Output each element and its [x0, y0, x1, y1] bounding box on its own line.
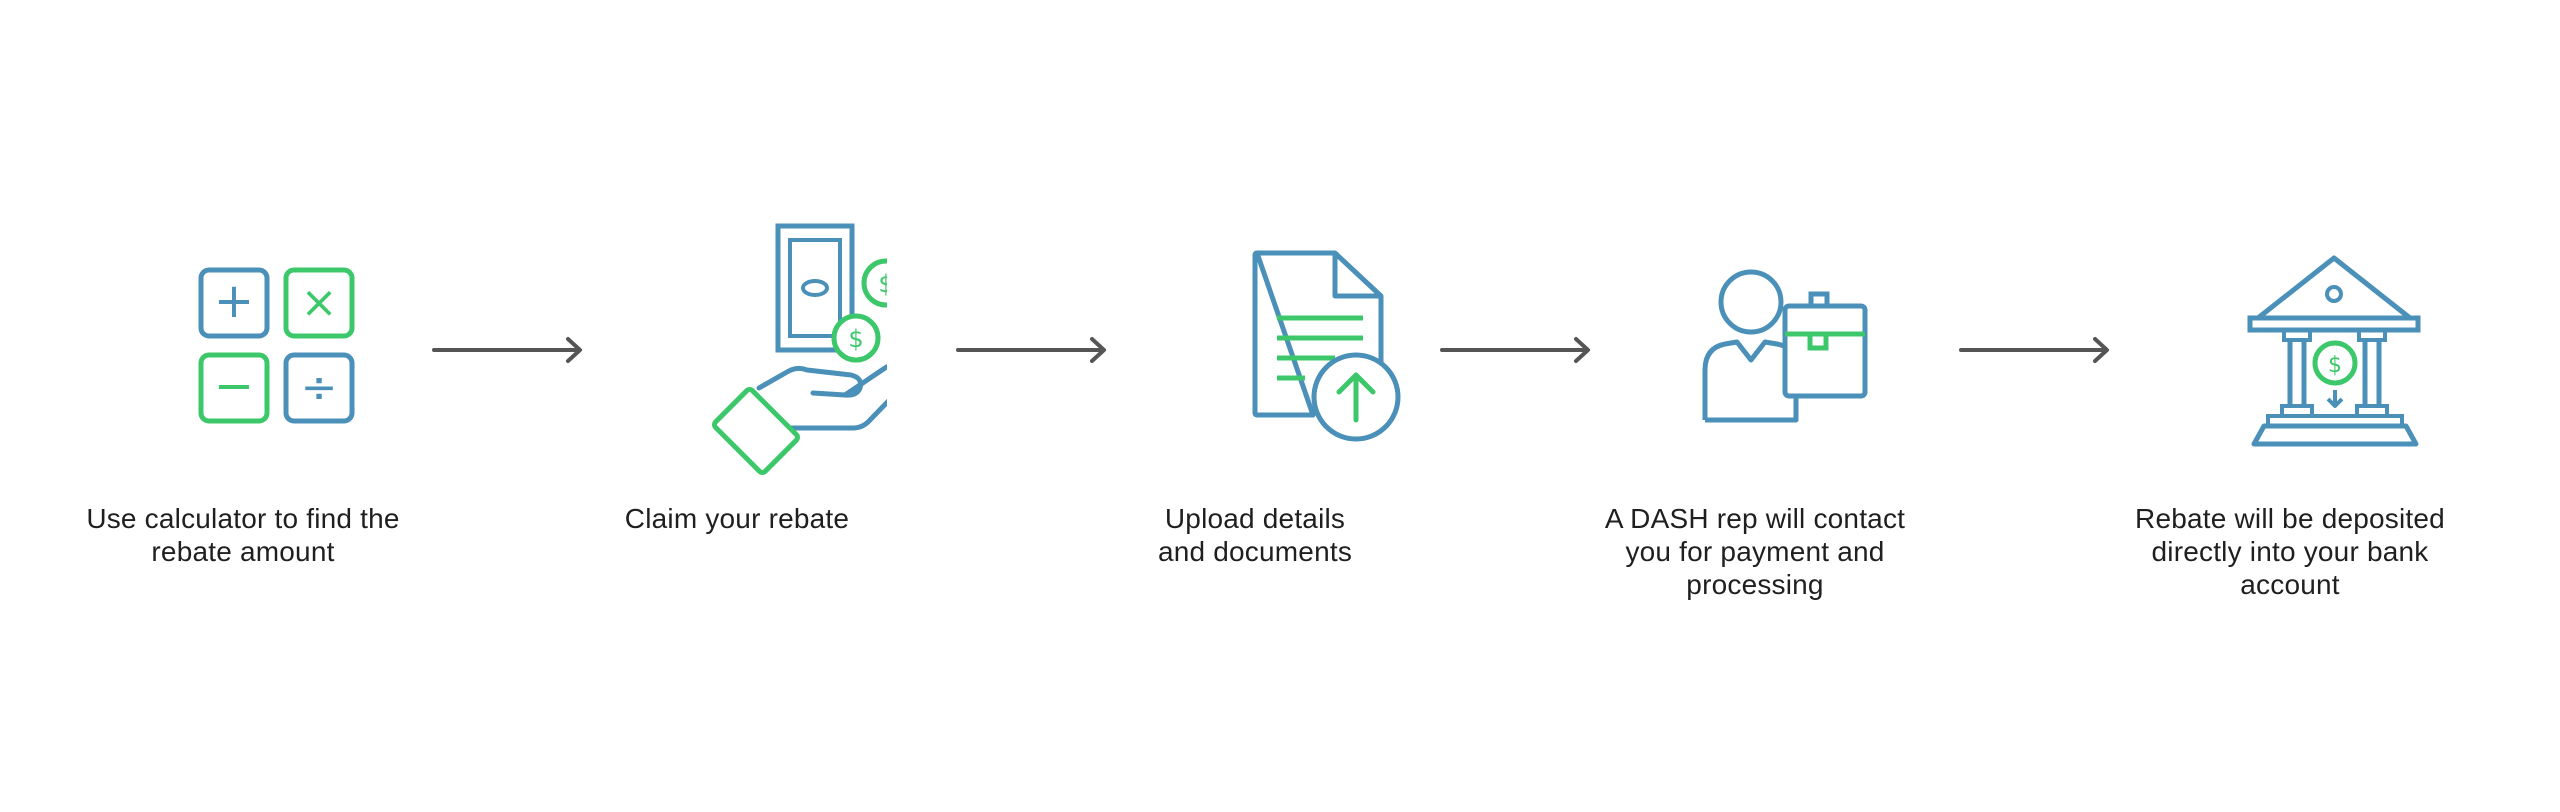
calculator-icon: + × − ÷ [93, 210, 393, 480]
plus-glyph: + [214, 273, 254, 329]
step-4-label: A DASH rep will contact you for payment … [1545, 502, 1965, 601]
rep-briefcase-icon [1605, 210, 1905, 480]
step-5: $ Rebate will be deposited directly into… [2080, 0, 2500, 812]
dollar-glyph-1: $ [878, 270, 887, 298]
step-4-line-2: you for payment and [1625, 536, 1885, 567]
dollar-glyph-3: $ [2328, 353, 2342, 378]
step-3-label: Upload details and documents [1045, 502, 1465, 568]
times-glyph: × [301, 277, 338, 328]
step-2-line-1: Claim your rebate [624, 503, 850, 534]
document-upload-icon [1105, 210, 1405, 480]
step-4-line-3: processing [1686, 569, 1824, 600]
arrow-1-icon [430, 335, 590, 365]
bank-deposit-icon: $ [2140, 210, 2440, 480]
step-4-line-1: A DASH rep will contact [1604, 503, 1906, 534]
arrow-2-icon [954, 335, 1114, 365]
step-1-line-2: rebate amount [151, 536, 335, 567]
step-5-line-2: directly into your bank [2151, 536, 2429, 567]
step-5-label: Rebate will be deposited directly into y… [2080, 502, 2500, 601]
step-5-line-1: Rebate will be deposited [2135, 503, 2445, 534]
step-1-label: Use calculator to find the rebate amount [33, 502, 453, 568]
step-1-line-1: Use calculator to find the [86, 503, 400, 534]
step-1: + × − ÷ Use calculator to find the rebat… [33, 0, 453, 812]
step-3-line-1: Upload details [1164, 503, 1346, 534]
dollar-glyph-2: $ [848, 325, 863, 353]
step-5-line-3: account [2240, 569, 2340, 600]
minus-glyph: − [214, 358, 254, 414]
hand-money-icon: $ $ [587, 210, 887, 480]
step-2-label: Claim your rebate [527, 502, 947, 535]
arrow-4-icon [1957, 335, 2117, 365]
arrow-3-icon [1438, 335, 1598, 365]
step-4: A DASH rep will contact you for payment … [1545, 0, 1965, 812]
step-3-line-2: and documents [1157, 536, 1353, 567]
step-3: Upload details and documents [1045, 0, 1465, 812]
divide-glyph: ÷ [301, 362, 338, 413]
step-2: $ $ Claim your rebate [527, 0, 947, 812]
